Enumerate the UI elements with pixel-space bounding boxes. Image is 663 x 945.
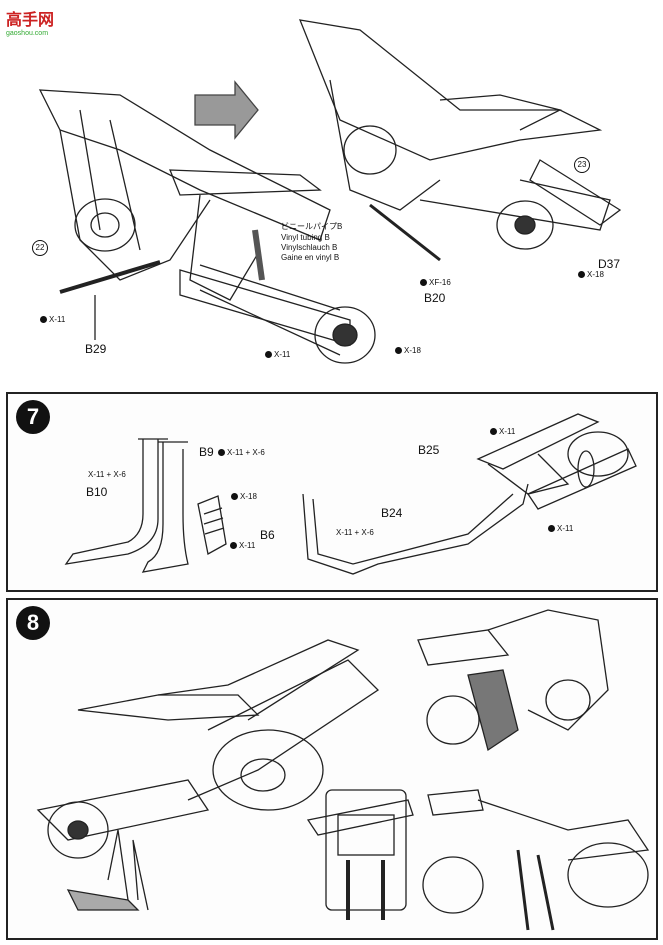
part-b6: B6 [260,528,275,542]
paint-dot-icon [230,542,237,550]
paint-b24-mix: X-11 + X-6 [336,528,374,537]
paint-x11-right: X-11 [548,524,573,534]
callout-22: 22 [32,240,48,256]
watermark-text: 高手网 [6,12,55,29]
step7-panel: 7 B9 X-11 + X-6 X-11 + X-6 B10 X-18 B6 X… [6,392,658,592]
paint-dot-icon [490,428,497,436]
paint-dot-icon [265,351,272,359]
vinyl-tubing-label-de: Vinylschlauch B [281,243,338,252]
part-b10: B10 [86,485,108,499]
paint-x11-mid: X-11 [265,350,290,360]
paint-dot-icon [548,525,555,533]
paint-x18-mid: X-18 [395,346,421,356]
step8-number: 8 [16,606,50,640]
paint-dot-icon [231,493,238,501]
paint-x18: X-18 [231,492,257,502]
paint-xf16: XF-16 [420,278,451,288]
paint-b9-mix: X-11 + X-6 [218,448,265,458]
step6-drawing [38,19,622,364]
paint-x11-left: X-11 [40,315,65,325]
watermark-logo: 高手网 gaoshou.com [6,6,54,37]
callout-23: 23 [574,157,590,173]
paint-dot-icon [40,316,47,324]
step7-number: 7 [16,400,50,434]
part-b29: B29 [85,342,107,356]
paint-dot-icon [395,347,402,355]
watermark-url: gaoshou.com [6,30,49,37]
step6-area: 22 23 ビニールパイプB Vinyl tubing B Vinylschla… [0,0,663,388]
paint-dot-icon [218,449,225,457]
part-b25: B25 [418,443,440,457]
paint-dot-icon [420,279,427,287]
vinyl-tubing-label-en: Vinyl tubing B [281,233,330,242]
step8-panel: 8 [6,598,658,940]
vinyl-tubing-label-fr: Gaine en vinyl B [281,253,340,262]
part-d37: D37 [598,257,621,271]
part-b24: B24 [381,506,403,520]
paint-dot-icon [578,271,585,279]
part-b9: B9 [199,445,214,459]
step8-drawing [36,609,650,931]
paint-x11-top: X-11 [490,427,515,437]
step7-drawing [64,413,637,575]
paint-x11-b6: X-11 [230,541,255,551]
paint-x18-right: X-18 [578,270,604,280]
part-b20: B20 [424,291,446,305]
paint-b10-mix: X-11 + X-6 [88,470,126,479]
vinyl-tubing-label-jp: ビニールパイプB [281,222,343,231]
